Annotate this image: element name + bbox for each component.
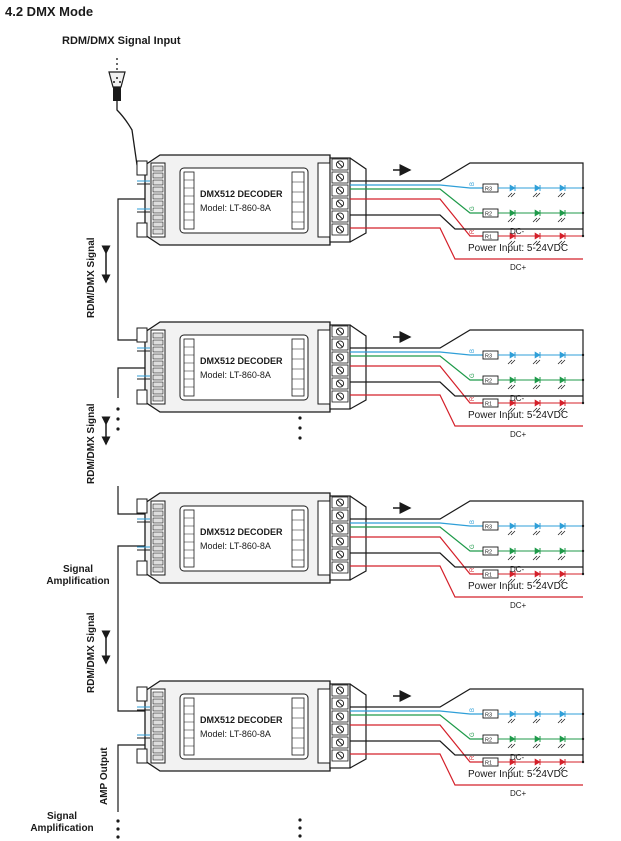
led-icon	[509, 351, 516, 359]
dc-plus-label: DC+	[510, 430, 527, 439]
led-icon	[534, 209, 541, 217]
svg-text:R: R	[470, 229, 476, 234]
svg-text:G: G	[470, 373, 476, 378]
led-icon	[559, 399, 566, 407]
dc-minus-label: DC-	[510, 227, 525, 236]
led-icon	[534, 735, 541, 743]
svg-text:R1: R1	[485, 573, 492, 579]
led-icon	[534, 232, 541, 240]
svg-text:B: B	[470, 349, 476, 353]
signal-input-label: RDM/DMX Signal Input	[62, 35, 181, 47]
decoder-model: Model: LT-860-8A	[200, 203, 271, 213]
led-icon	[559, 522, 566, 530]
svg-text:R2: R2	[485, 379, 492, 385]
dc-minus-label: DC-	[510, 565, 525, 574]
led-icon	[559, 351, 566, 359]
led-icon	[534, 758, 541, 766]
dc-plus-label: DC+	[510, 263, 527, 272]
svg-text:R: R	[470, 755, 476, 760]
decoder-model: Model: LT-860-8A	[200, 729, 271, 739]
led-icon	[509, 184, 516, 192]
continuation-dots-icon	[116, 407, 302, 839]
power-input-label: Power Input: 5-24VDC	[468, 410, 568, 421]
led-icon	[559, 735, 566, 743]
led-icon	[559, 376, 566, 384]
svg-text:R1: R1	[485, 761, 492, 767]
decoder-title: DMX512 DECODER	[200, 189, 283, 199]
decoder-model: Model: LT-860-8A	[200, 370, 271, 380]
led-icon	[509, 735, 516, 743]
svg-text:R3: R3	[485, 187, 492, 193]
led-icon	[509, 232, 516, 240]
svg-text:G: G	[470, 732, 476, 737]
decoder-title: DMX512 DECODER	[200, 527, 283, 537]
section-title: 4.2 DMX Mode	[5, 4, 94, 19]
led-icon	[509, 710, 516, 718]
led-icon	[534, 184, 541, 192]
led-icon	[559, 570, 566, 578]
led-icon	[559, 209, 566, 217]
decoder-title: DMX512 DECODER	[200, 356, 283, 366]
svg-text:B: B	[470, 520, 476, 524]
led-icon	[559, 184, 566, 192]
led-icon	[509, 209, 516, 217]
led-icon	[509, 758, 516, 766]
signal-amplification-label-1: Signal Amplification	[46, 564, 110, 587]
svg-text:G: G	[470, 206, 476, 211]
dc-plus-label: DC+	[510, 789, 527, 798]
power-input-label: Power Input: 5-24VDC	[468, 243, 568, 254]
led-icon	[559, 758, 566, 766]
led-icon	[509, 399, 516, 407]
dc-minus-label: DC-	[510, 753, 525, 762]
decoder-model: Model: LT-860-8A	[200, 541, 271, 551]
svg-text:R2: R2	[485, 738, 492, 744]
led-icon	[509, 570, 516, 578]
signal-amplification-label-2: Signal Amplification	[30, 811, 94, 834]
led-icon	[534, 570, 541, 578]
led-icon	[559, 547, 566, 555]
xlr-connector-icon	[108, 58, 126, 101]
led-icon	[534, 522, 541, 530]
svg-text:R1: R1	[485, 235, 492, 241]
led-icon	[534, 351, 541, 359]
svg-text:R3: R3	[485, 713, 492, 719]
led-icon	[534, 399, 541, 407]
led-icon	[534, 547, 541, 555]
led-icon	[509, 547, 516, 555]
led-icon	[509, 376, 516, 384]
svg-text:R3: R3	[485, 354, 492, 360]
svg-text:G: G	[470, 544, 476, 549]
svg-text:R2: R2	[485, 550, 492, 556]
svg-text:R: R	[470, 567, 476, 572]
svg-text:R3: R3	[485, 525, 492, 531]
decoder-title: DMX512 DECODER	[200, 715, 283, 725]
svg-text:R2: R2	[485, 212, 492, 218]
led-icon	[509, 522, 516, 530]
dc-plus-label: DC+	[510, 601, 527, 610]
dc-minus-label: DC-	[510, 394, 525, 403]
led-icon	[534, 710, 541, 718]
power-input-label: Power Input: 5-24VDC	[468, 581, 568, 592]
svg-text:B: B	[470, 708, 476, 712]
led-icon	[559, 232, 566, 240]
led-icon	[534, 376, 541, 384]
svg-text:B: B	[470, 182, 476, 186]
svg-text:R: R	[470, 396, 476, 401]
power-input-label: Power Input: 5-24VDC	[468, 769, 568, 780]
led-icon	[559, 710, 566, 718]
svg-text:R1: R1	[485, 402, 492, 408]
